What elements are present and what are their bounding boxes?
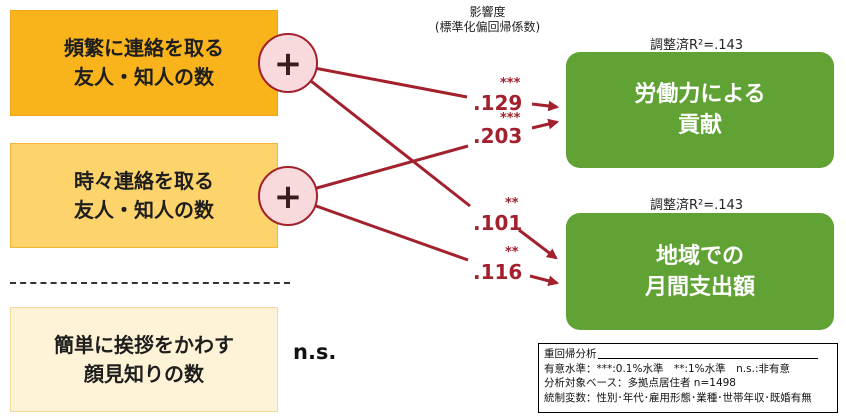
- predictor-label-line: 友人・知人の数: [74, 65, 214, 89]
- coefficient-label: .116: [473, 260, 522, 284]
- arrow-occasional-to-spending: [529, 274, 560, 287]
- outcome-labor-contribution: 労働力による 貢献: [566, 52, 834, 168]
- coefficient-header: 影響度 (標準化偏回帰係数): [425, 5, 550, 35]
- outcome-label-line: 月間支出額: [644, 274, 755, 300]
- coefficient-label: .129: [473, 91, 522, 115]
- significance-marker: ***: [500, 76, 521, 91]
- predictor-frequent-contacts: 頻繁に連絡を取る 友人・知人の数: [10, 10, 278, 116]
- analysis-notes: 重回帰分析 有意水準：***:0.1%水準 **:1%水準 n.s.:非有意 分…: [538, 343, 838, 413]
- outcome-local-monthly-spending: 地域での 月間支出額: [566, 213, 834, 330]
- plus-sign-icon: +: [274, 44, 303, 84]
- predictor-label-line: 友人・知人の数: [74, 197, 214, 222]
- outcome-label-line: 労働力による: [634, 82, 766, 107]
- path-line-occasional-to-spending: [287, 194, 469, 262]
- notes-title: 重回帰分析: [544, 348, 597, 360]
- arrow-occasional-to-labor: [531, 118, 560, 130]
- outcome-label-line: 貢献: [677, 113, 722, 138]
- path-line-frequent-to-spending: [287, 61, 471, 208]
- adjusted-r2-label: 調整済R²=.143: [650, 38, 744, 53]
- not-significant-label: n.s.: [293, 340, 337, 364]
- coefficient-label: .101: [473, 211, 522, 235]
- significance-marker: ***: [500, 111, 521, 126]
- predictor-occasional-contacts: 時々連絡を取る 友人・知人の数: [10, 143, 278, 248]
- plus-sign-icon: +: [274, 177, 303, 217]
- significance-marker: **: [505, 196, 519, 211]
- predictor-label-line: 顔見知りの数: [84, 361, 204, 386]
- header-title: 影響度: [469, 5, 506, 19]
- notes-line: 有意水準：***:0.1%水準 **:1%水準 n.s.:非有意: [544, 362, 790, 375]
- path-line-frequent-to-labor: [287, 61, 468, 99]
- path-line-occasional-to-labor: [287, 144, 469, 198]
- adjusted-r2-label: 調整済R²=.143: [650, 198, 744, 213]
- outcome-label-line: 地域での: [655, 243, 744, 269]
- header-subtitle: (標準化偏回帰係数): [434, 20, 541, 34]
- significance-marker: **: [505, 245, 519, 260]
- coefficient-label: .203: [473, 124, 522, 148]
- positive-sign-node: [258, 33, 318, 93]
- predictor-label-line: 頻繁に連絡を取る: [64, 36, 224, 60]
- notes-title-underline: [597, 357, 818, 359]
- arrow-frequent-to-labor: [531, 100, 560, 112]
- predictor-label-line: 時々連絡を取る: [74, 168, 214, 193]
- notes-line: 分析対象ベース：多拠点居住者 n=1498: [544, 377, 736, 389]
- predictor-label-line: 簡単に挨拶をかわす: [54, 332, 234, 357]
- dashed-divider: [10, 282, 290, 284]
- notes-title-row: 重回帰分析: [544, 347, 832, 362]
- predictor-greeting-acquaintances: 簡単に挨拶をかわす 顔見知りの数: [10, 307, 278, 412]
- arrow-frequent-to-spending: [518, 228, 558, 260]
- positive-sign-node: [258, 166, 318, 226]
- notes-line: 統制変数：性別･年代･雇用形態･業種･世帯年収･既婚有無: [544, 391, 812, 404]
